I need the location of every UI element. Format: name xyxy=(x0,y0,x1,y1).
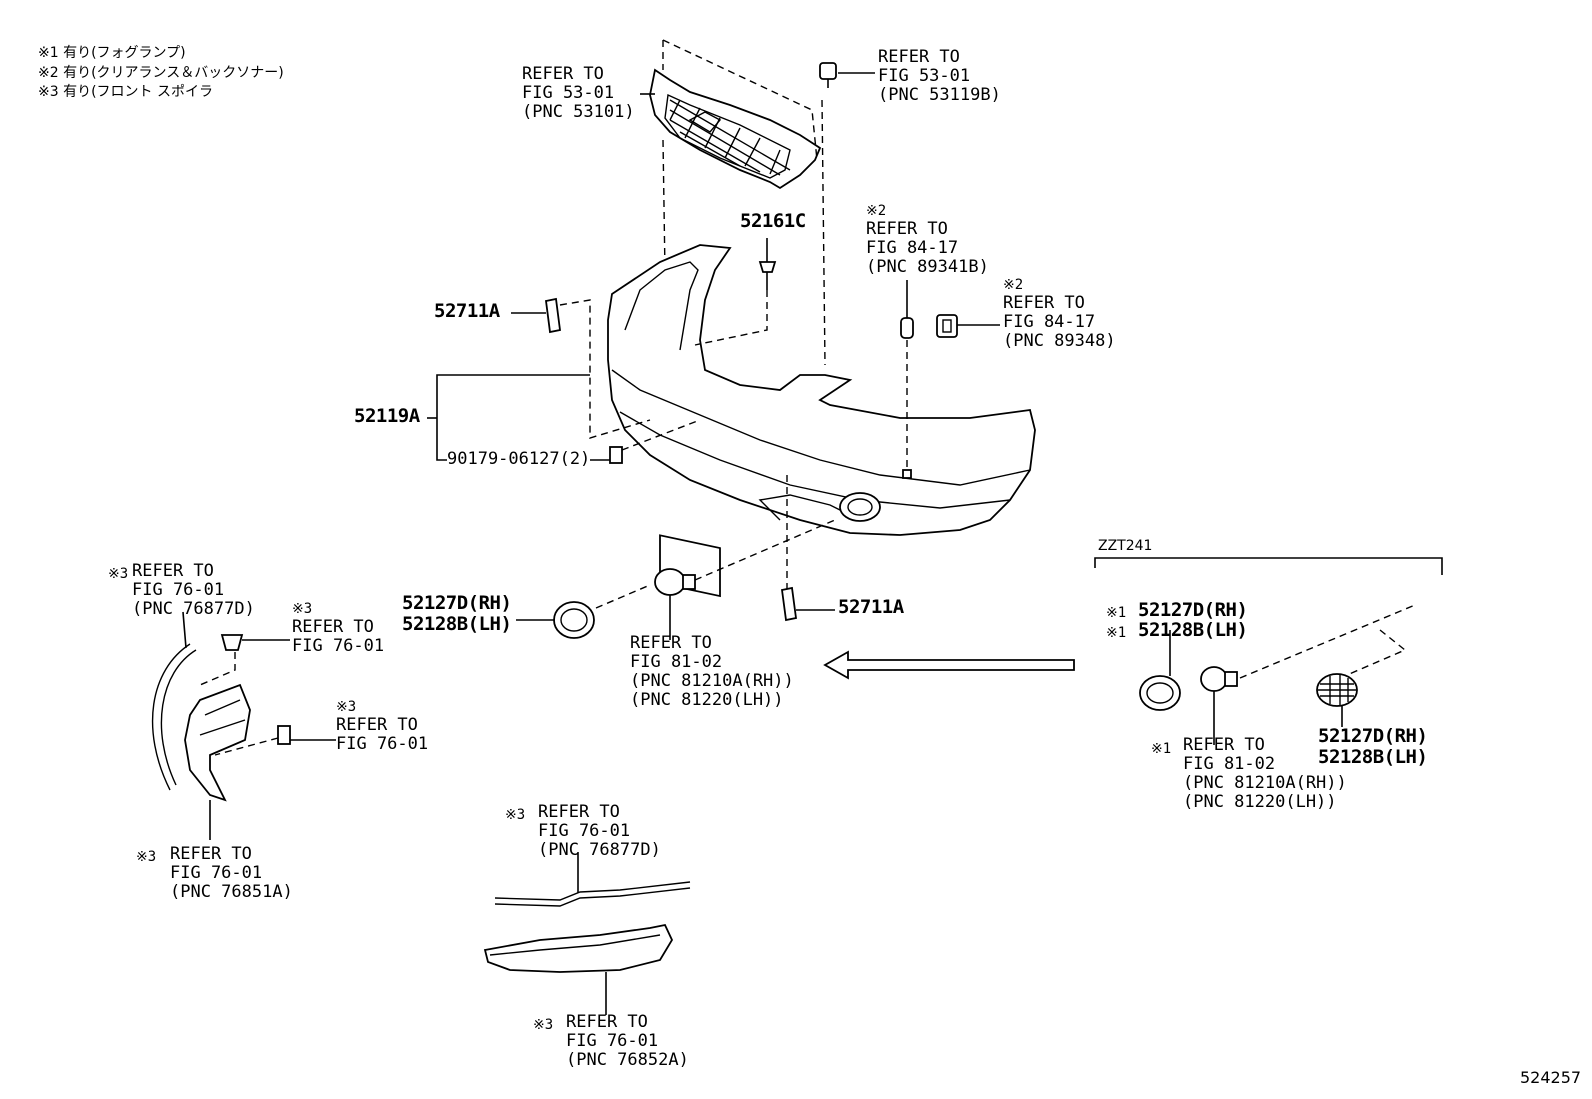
radiator-grille xyxy=(649,68,822,190)
spoiler-top-mark: ※3 xyxy=(505,807,526,823)
figure-id: 524257 xyxy=(1520,1068,1582,1087)
fog-cover-left-label: 52127D(RH) 52128B(LH) xyxy=(402,592,512,635)
zzt-lamp-ref-label: REFER TO FIG 81-02 (PNC 81210A(RH)) (PNC… xyxy=(1183,735,1347,812)
liner-bottom-ref-label: REFER TO FIG 76-01 (PNC 76851A) xyxy=(170,844,293,902)
clip-90179 xyxy=(609,446,623,464)
spoiler-bottom-mark: ※3 xyxy=(533,1017,554,1033)
part-52711A-bottom: 52711A xyxy=(838,596,904,618)
bracket-52711A-bottom xyxy=(780,586,798,622)
sensor-89348 xyxy=(936,314,958,338)
note-1: ※1 有り(フォグランプ) xyxy=(38,45,186,61)
liner-clip-b xyxy=(277,725,291,745)
spoiler-bottom-ref-label: REFER TO FIG 76-01 (PNC 76852A) xyxy=(566,1012,689,1070)
zzt-fog-grille xyxy=(1316,673,1358,707)
bumper-cover xyxy=(607,244,1036,598)
part-90179: 90179-06127(2) xyxy=(447,449,591,469)
inner-liner xyxy=(184,683,251,802)
grille-ref-label: REFER TO FIG 53-01 (PNC 53101) xyxy=(522,64,635,122)
zzt241-title: ZZT241 xyxy=(1098,538,1153,554)
liner-clip-a xyxy=(220,634,244,651)
sonar2-ref-label: REFER TO FIG 84-17 (PNC 89348) xyxy=(1003,293,1116,351)
note-3: ※3 有り(フロント スポイラ xyxy=(38,84,213,100)
clip-icon xyxy=(819,62,837,88)
zzt-cover-mark-1: ※1 xyxy=(1106,605,1127,621)
note-2: ※2 有り(クリアランス＆バックソナー) xyxy=(38,65,284,81)
spoiler-top-ref-label: REFER TO FIG 76-01 (PNC 76877D) xyxy=(538,802,661,860)
zzt-cover-rh: 52127D(RH) xyxy=(1138,599,1248,621)
sonar1-ref-label: REFER TO FIG 84-17 (PNC 89341B) xyxy=(866,219,989,277)
clip-a-ref-label: REFER TO FIG 76-01 xyxy=(292,617,385,656)
sensor-89341B xyxy=(900,280,914,339)
clip-b-ref-label: REFER TO FIG 76-01 xyxy=(336,715,429,754)
part-52711A-top: 52711A xyxy=(434,300,500,322)
zzt-cover-mark-2: ※1 xyxy=(1106,625,1127,641)
zzt-cover-lh: 52128B(LH) xyxy=(1138,619,1248,641)
fog-lamp xyxy=(654,568,696,596)
liner-bottom-mark: ※3 xyxy=(136,849,157,865)
zzt-fog-grille-label: 52127D(RH) 52128B(LH) xyxy=(1318,725,1428,768)
front-spoiler xyxy=(483,923,674,973)
sonar2-mark: ※2 xyxy=(1003,277,1024,293)
clip-a-mark: ※3 xyxy=(292,601,313,617)
clip-b-mark: ※3 xyxy=(336,699,357,715)
clip-ref-label: REFER TO FIG 53-01 (PNC 53119B) xyxy=(878,47,1001,105)
part-52161C: 52161C xyxy=(740,210,806,232)
bolt-52161C xyxy=(758,238,777,290)
liner-top-ref-label: REFER TO FIG 76-01 (PNC 76877D) xyxy=(132,561,255,619)
zzt-lamp-mark: ※1 xyxy=(1151,741,1172,757)
fog-lamp-ref-label: REFER TO FIG 81-02 (PNC 81210A(RH)) (PNC… xyxy=(630,633,794,710)
zzt-fog-lamp xyxy=(1200,666,1238,692)
fog-cover-left xyxy=(553,601,595,639)
bracket-52711A-top xyxy=(544,297,562,334)
sonar1-mark: ※2 xyxy=(866,203,887,219)
variant-arrow-icon xyxy=(823,650,1075,680)
zzt-fog-cover xyxy=(1139,675,1181,711)
part-52119A: 52119A xyxy=(354,405,420,427)
liner-top-mark: ※3 xyxy=(108,566,129,582)
